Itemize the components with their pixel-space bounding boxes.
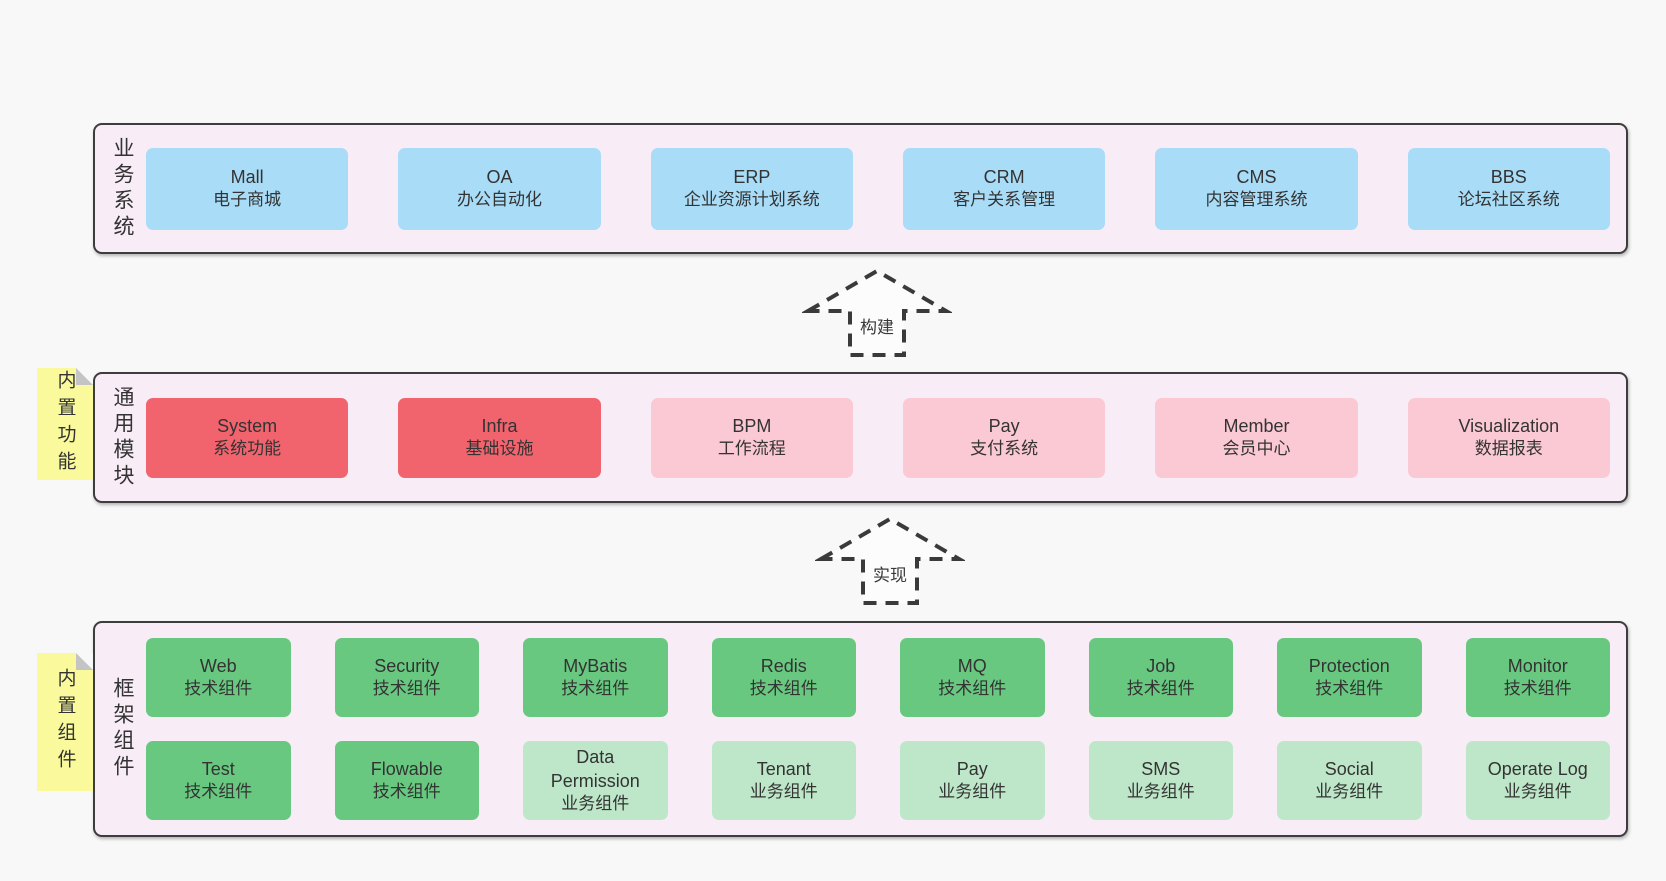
box-visualization: Visualization 数据报表 bbox=[1407, 397, 1610, 478]
box-oa: OA 办公自动化 bbox=[398, 147, 601, 230]
folded-corner-icon bbox=[76, 368, 93, 385]
box-erp: ERP 企业资源计划系统 bbox=[650, 147, 853, 230]
box-crm: CRM 客户关系管理 bbox=[902, 147, 1106, 230]
tab-builtin-components: 内置组件 bbox=[37, 653, 93, 791]
box-protection: Protection 技术组件 bbox=[1277, 638, 1422, 717]
box-infra: Infra 基础设施 bbox=[398, 397, 601, 478]
modules-box-row: System 系统功能 Infra 基础设施 BPM 工作流程 Pay 支付系统… bbox=[146, 397, 1610, 478]
arrow-build: 构建 bbox=[802, 266, 952, 358]
section-business-systems: 业务系统 Mall 电子商城 OA 办公自动化 ERP 企业资源计划系统 CRM… bbox=[93, 123, 1628, 254]
components-row-2: Test 技术组件 Flowable 技术组件 Data Permission … bbox=[146, 741, 1610, 820]
box-mq: MQ 技术组件 bbox=[900, 638, 1045, 717]
arrow-up-icon bbox=[815, 516, 965, 605]
box-mall: Mall 电子商城 bbox=[146, 147, 349, 230]
box-social: Social 业务组件 bbox=[1277, 741, 1422, 820]
box-redis: Redis 技术组件 bbox=[711, 638, 856, 717]
box-member: Member 会员中心 bbox=[1155, 397, 1358, 478]
arrow-implement-label: 实现 bbox=[870, 561, 910, 586]
tab-builtin-components-label: 内置组件 bbox=[54, 668, 76, 776]
arrow-implement: 实现 bbox=[815, 514, 965, 606]
section-framework-components: 框架组件 Web 技术组件 Security 技术组件 MyBatis 技术组件… bbox=[93, 621, 1628, 837]
box-bbs: BBS 论坛社区系统 bbox=[1407, 147, 1610, 230]
box-sms: SMS 业务组件 bbox=[1088, 741, 1233, 820]
section-label-modules: 通用模块 bbox=[111, 385, 134, 490]
section-label-components: 框架组件 bbox=[111, 677, 134, 781]
box-system: System 系统功能 bbox=[146, 397, 349, 478]
business-box-row: Mall 电子商城 OA 办公自动化 ERP 企业资源计划系统 CRM 客户关系… bbox=[146, 147, 1610, 230]
components-row-1: Web 技术组件 Security 技术组件 MyBatis 技术组件 Redi… bbox=[146, 638, 1610, 717]
box-bpm: BPM 工作流程 bbox=[650, 397, 853, 478]
folded-corner-icon bbox=[76, 653, 93, 670]
tab-builtin-features-label: 内置功能 bbox=[54, 370, 76, 478]
components-grid: Web 技术组件 Security 技术组件 MyBatis 技术组件 Redi… bbox=[146, 638, 1610, 820]
box-flowable: Flowable 技术组件 bbox=[334, 741, 479, 820]
section-label-business: 业务系统 bbox=[111, 136, 134, 241]
section-common-modules: 通用模块 System 系统功能 Infra 基础设施 BPM 工作流程 Pay… bbox=[93, 372, 1628, 503]
arrow-up-icon bbox=[802, 268, 952, 357]
box-web: Web 技术组件 bbox=[146, 638, 291, 717]
box-tenant: Tenant 业务组件 bbox=[711, 741, 856, 820]
box-cms: CMS 内容管理系统 bbox=[1155, 147, 1358, 230]
box-monitor: Monitor 技术组件 bbox=[1465, 638, 1610, 717]
box-data-permission: Data Permission 业务组件 bbox=[523, 741, 668, 820]
box-mybatis: MyBatis 技术组件 bbox=[523, 638, 668, 717]
arrow-build-label: 构建 bbox=[857, 313, 897, 338]
box-security: Security 技术组件 bbox=[334, 638, 479, 717]
box-pay-module: Pay 支付系统 bbox=[902, 397, 1106, 478]
box-pay-component: Pay 业务组件 bbox=[900, 741, 1045, 820]
box-job: Job 技术组件 bbox=[1088, 638, 1233, 717]
tab-builtin-features: 内置功能 bbox=[37, 368, 93, 480]
box-operate-log: Operate Log 业务组件 bbox=[1465, 741, 1610, 820]
box-test: Test 技术组件 bbox=[146, 741, 291, 820]
